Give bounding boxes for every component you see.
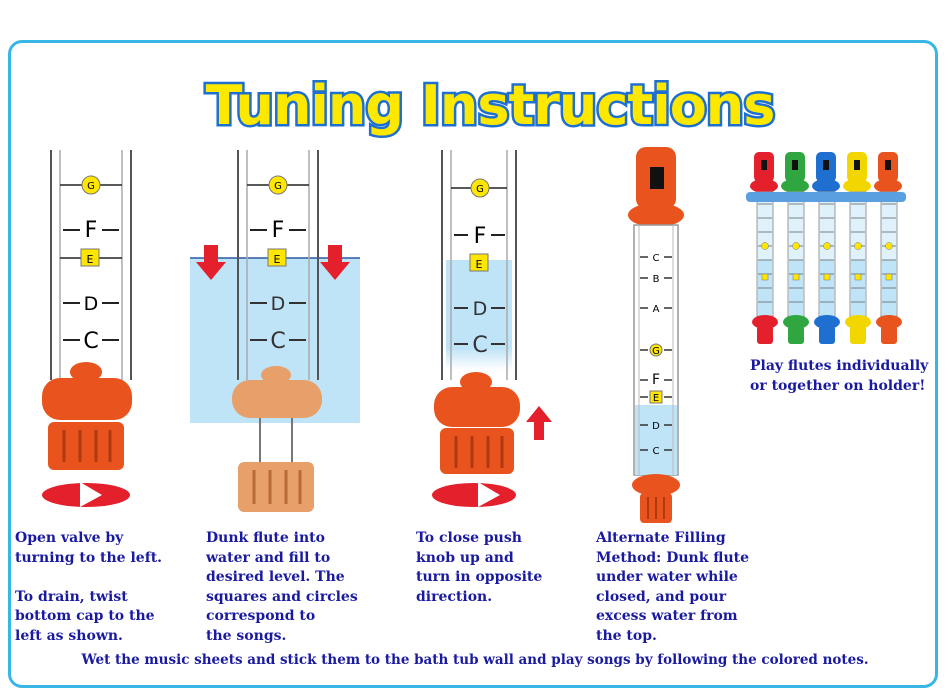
- flute-note-label: E: [653, 393, 659, 404]
- note-d: D: [473, 298, 488, 320]
- note-e: E: [274, 253, 281, 266]
- step-1-text: Open valve by turning to the left. To dr…: [15, 530, 163, 644]
- holder-flute: [750, 152, 778, 344]
- title-banner: Tuning Instructions: [203, 72, 778, 140]
- figure-dunk-flute: G F E D C: [190, 150, 360, 512]
- note-g: G: [476, 184, 484, 195]
- flute-note-label: G: [652, 346, 660, 357]
- holder-flute: [874, 152, 902, 344]
- holder-flute: [812, 152, 840, 344]
- holder-flute: [781, 152, 809, 344]
- step-4-text: Alternate Filling Method: Dunk flute und…: [596, 530, 750, 644]
- note-c: C: [270, 329, 285, 354]
- step-2-text: Dunk flute into water and fill to desire…: [206, 530, 358, 644]
- note-c: C: [472, 333, 487, 358]
- footer-note: Wet the music sheets and stick them to t…: [81, 652, 869, 668]
- note-c: C: [83, 329, 98, 354]
- figure-open-valve: G F E D C: [42, 150, 132, 507]
- note-d: D: [271, 293, 286, 315]
- step-5-text: Play flutes individually or together on …: [750, 358, 929, 394]
- note-g: G: [87, 181, 95, 192]
- note-g: G: [274, 181, 282, 192]
- note-f: F: [85, 218, 98, 243]
- flute-note-label: C: [653, 253, 660, 264]
- holder-bar: [746, 192, 906, 202]
- note-d: D: [84, 293, 99, 315]
- note-e: E: [476, 258, 483, 271]
- holder-flute: [843, 152, 871, 344]
- flute-note-label: F: [652, 372, 660, 388]
- figure-close-valve: G F E D C: [432, 150, 552, 507]
- page-title: Tuning Instructions: [206, 74, 775, 137]
- flute-note-label: C: [653, 446, 660, 457]
- note-f: F: [474, 224, 487, 249]
- figure-flute-holder: [746, 152, 906, 344]
- flute-note-label: A: [653, 304, 660, 315]
- flute-note-label: D: [652, 421, 660, 432]
- flute-note-label: B: [653, 274, 660, 285]
- step-3-text: To close push knob up and turn in opposi…: [416, 530, 543, 605]
- note-f: F: [272, 218, 285, 243]
- note-e: E: [87, 253, 94, 266]
